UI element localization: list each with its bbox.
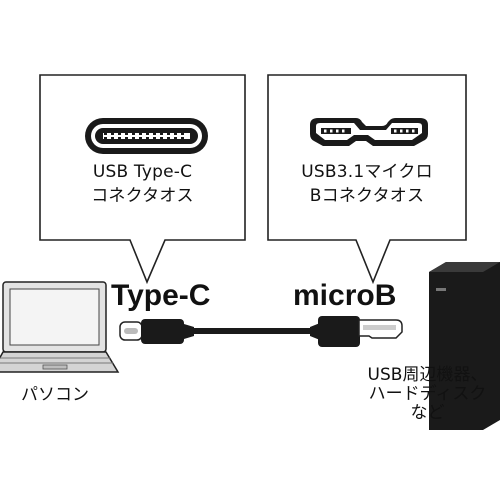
usb-device-label-line3: など: [410, 403, 445, 423]
usb-device-label-line2: ハードディスク: [368, 384, 487, 404]
micro-b-port-icon: [310, 118, 428, 146]
cable-icon: [119, 316, 403, 347]
laptop-icon: [0, 281, 120, 373]
callout-left-line2: コネクタオス: [91, 186, 194, 206]
pc-label: パソコン: [21, 385, 89, 405]
microb-label: microB: [293, 279, 397, 312]
callout-right-line2: Bコネクタオス: [309, 186, 425, 206]
callout-left-line1: USB Type-C: [92, 162, 193, 182]
usb-device-label-line1: USB周辺機器、: [367, 365, 488, 385]
callout-left-text: USB Type-C コネクタオス: [40, 160, 245, 220]
type-c-label: Type-C: [111, 279, 211, 312]
usb-type-c-port-icon: [85, 118, 208, 154]
hard-disk-icon: [429, 262, 500, 430]
callout-right-text: USB3.1マイクロ Bコネクタオス: [268, 160, 466, 220]
usb-device-label: USB周辺機器、 ハードディスク など: [355, 366, 500, 423]
callout-right-line1: USB3.1マイクロ: [301, 162, 433, 182]
